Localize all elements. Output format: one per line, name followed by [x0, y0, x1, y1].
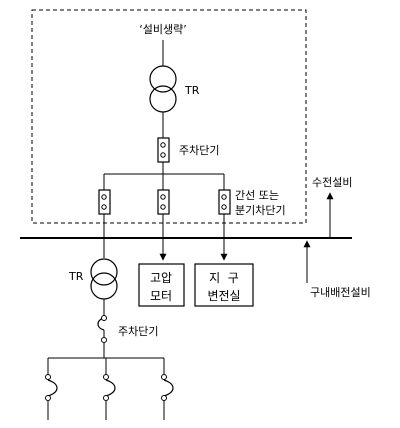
lower-breaker-middle: [103, 358, 116, 420]
hv-motor-label-line2: 모터: [150, 289, 172, 303]
feeder-breaker-label-line2: 분기차단기: [235, 204, 286, 217]
omitted-equipment-boundary: [31, 9, 307, 224]
hv-motor-label-line1: 고압: [150, 271, 172, 285]
substation-label-line1: 지 구: [209, 271, 239, 285]
omitted-equipment-label: ‘설비생략’: [139, 23, 186, 36]
substation-box: [194, 263, 254, 307]
substation-label-line2: 변전실: [207, 289, 240, 303]
lower-breaker-right: [161, 358, 174, 420]
transformer-bottom-label: TR: [68, 270, 84, 283]
hv-motor-box: [138, 263, 185, 307]
transformer-bottom: [90, 258, 118, 318]
lower-breaker-left: [45, 358, 58, 420]
receiving-equipment-label: 수전설비: [312, 176, 352, 189]
transformer-top-label: TR: [184, 84, 200, 97]
building-distribution-label: 구내배전설비: [310, 286, 371, 299]
main-breaker-bottom: [97, 315, 107, 358]
feeder-breaker-middle: [157, 174, 170, 261]
feeder-breaker-left: [98, 174, 111, 258]
main-breaker-bottom-label: 주차단기: [118, 325, 158, 338]
main-breaker-top-label: 주차단기: [179, 144, 219, 157]
transformer-top: [149, 40, 177, 138]
feeder-breaker-right: [218, 174, 231, 261]
main-breaker-top: [157, 137, 170, 174]
feeder-breaker-label-line1: 간선 또는: [235, 189, 279, 202]
